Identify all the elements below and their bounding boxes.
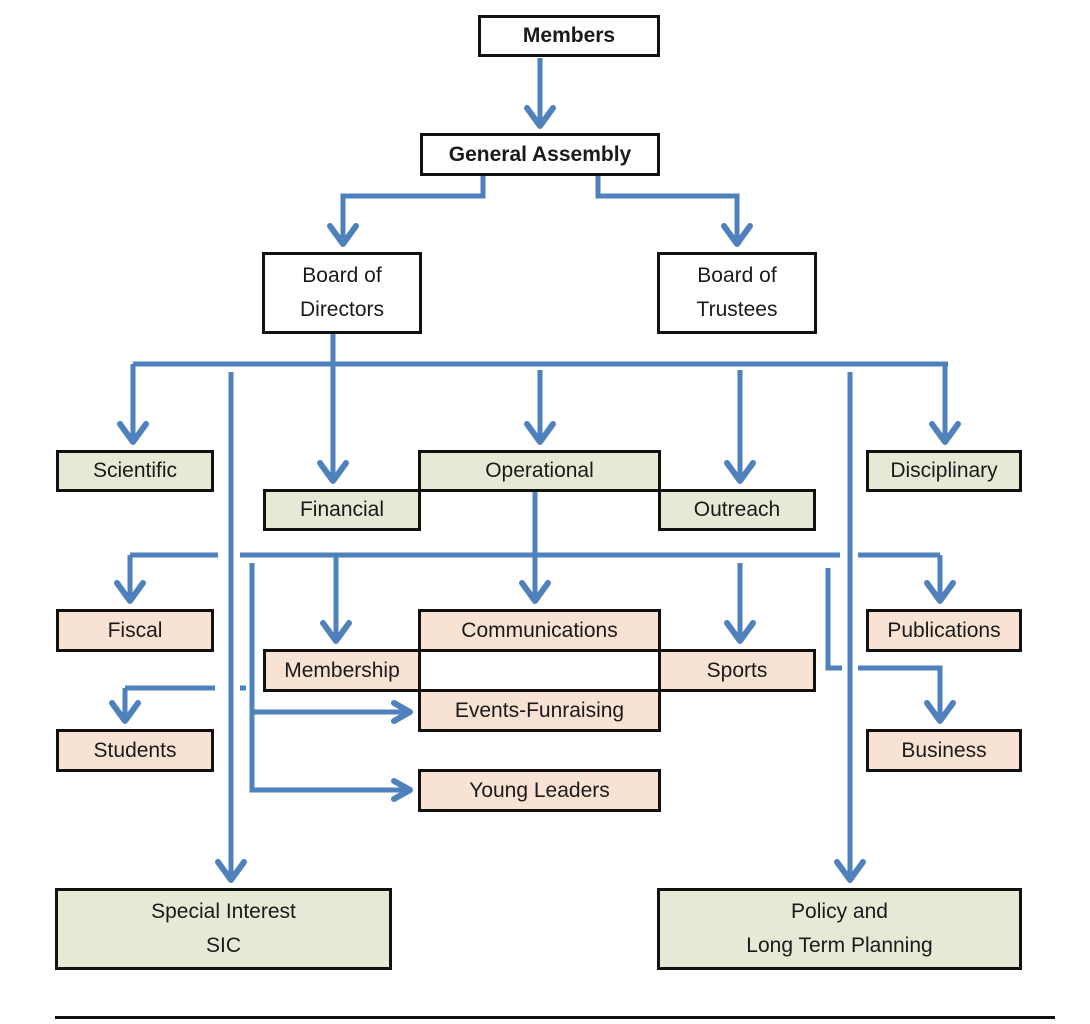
node-operational: Operational [418,450,661,492]
node-center-blank [418,649,661,692]
node-events-fundraising-label: Events-Funraising [454,698,625,722]
arrow-head-icon [109,700,141,724]
node-board-of-trustees: Board of Trustees [657,252,817,334]
node-students-label: Students [93,738,177,762]
node-policy-planning-line1: Policy and [791,900,888,924]
node-membership-label: Membership [284,658,400,682]
node-publications-label: Publications [887,618,1001,642]
node-communications: Communications [418,609,661,652]
node-financial-label: Financial [299,498,385,522]
node-board-of-directors-line1: Board of [302,264,382,288]
connector-business-left [825,568,842,671]
arrow-head-icon [114,580,146,604]
node-policy-planning-line2: Long Term Planning [746,934,933,957]
node-disciplinary: Disciplinary [866,450,1022,492]
node-business: Business [866,729,1022,772]
arrow-head-icon [724,460,756,484]
node-disciplinary-label: Disciplinary [890,459,998,483]
arrow-head-icon [834,859,866,883]
node-members-label: Members [522,24,616,48]
node-membership: Membership [263,649,421,692]
arrow-head-icon [519,580,551,604]
node-scientific: Scientific [56,450,214,492]
arrow-head-icon [320,620,352,644]
node-scientific-label: Scientific [92,459,178,483]
node-board-of-directors-line2: Directors [299,298,384,321]
node-special-interest-line2: SIC [205,934,241,957]
arrow-head-icon [391,700,413,724]
node-operational-label: Operational [485,459,594,483]
arrow-head-icon [929,421,961,445]
node-general-assembly: General Assembly [420,133,660,176]
arrow-head-icon [317,460,349,484]
node-publications: Publications [866,609,1022,652]
node-board-of-trustees-line1: Board of [697,264,777,288]
arrow-head-icon [524,421,556,445]
node-financial: Financial [263,489,421,531]
node-general-assembly-label: General Assembly [448,142,632,166]
node-fiscal-label: Fiscal [107,618,163,642]
node-sports: Sports [658,649,816,692]
connector-assembly-trustees [595,176,740,244]
arrow-head-icon [924,700,956,724]
node-fiscal: Fiscal [56,609,214,652]
arrow-head-icon [724,620,756,644]
node-communications-label: Communications [461,618,618,642]
connector-assembly-directors [340,176,486,244]
node-board-of-directors: Board of Directors [262,252,422,334]
arrow-head-icon [924,580,956,604]
node-students: Students [56,729,214,772]
connector-young-leaders [249,563,410,793]
arrow-head-icon [391,778,413,802]
node-business-label: Business [901,738,987,762]
arrow-head-icon [721,223,753,247]
connector-business [858,665,943,721]
node-young-leaders-label: Young Leaders [469,778,610,802]
node-outreach-label: Outreach [693,498,781,522]
footer-divider [55,1016,1055,1019]
node-sports-label: Sports [706,658,768,682]
node-outreach: Outreach [658,489,816,531]
arrow-head-icon [524,105,556,129]
node-policy-planning: Policy and Long Term Planning [657,888,1022,970]
arrow-head-icon [327,223,359,247]
node-members: Members [478,15,660,57]
arrow-head-icon [215,859,247,883]
arrow-head-icon [117,421,149,445]
node-events-fundraising: Events-Funraising [418,689,661,732]
node-young-leaders: Young Leaders [418,769,661,812]
node-special-interest-line1: Special Interest [151,900,296,924]
node-board-of-trustees-line2: Trustees [696,298,778,321]
node-special-interest: Special Interest SIC [55,888,392,970]
